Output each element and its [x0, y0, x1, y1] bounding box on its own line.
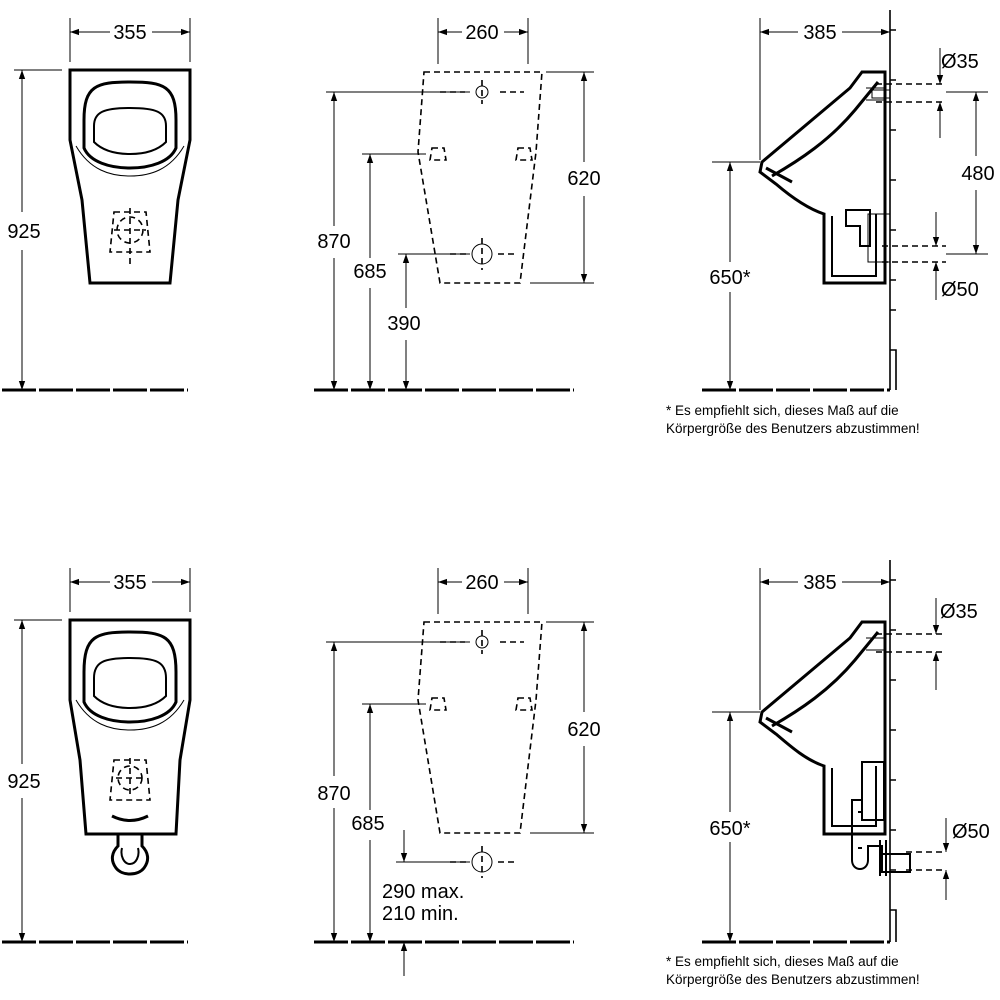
dim-d35: Ø35 — [941, 51, 979, 73]
siphon-trap — [110, 834, 150, 876]
dim-210-min: 210 min. — [382, 903, 459, 925]
dim-front-height: 925 — [7, 221, 40, 243]
note-line-1: * Es empfiehlt sich, dieses Maß auf die — [666, 954, 899, 969]
fixing-point-right — [515, 147, 533, 161]
top-front-view: 355 925 — [2, 18, 192, 392]
fixing-point-left — [429, 147, 447, 161]
dim-650: 650* — [709, 267, 750, 289]
note-line-2: Körpergröße des Benutzers abzustimmen! — [666, 972, 920, 987]
siphon-trap — [851, 799, 911, 873]
dim-rear-height: 620 — [567, 168, 600, 190]
urinal-bowl-rim — [82, 80, 178, 170]
rear-outline — [417, 71, 543, 284]
dim-685: 685 — [351, 813, 384, 835]
note-line-1: * Es empfiehlt sich, dieses Maß auf die — [666, 403, 899, 418]
fixing-point-right — [515, 697, 533, 711]
urinal-side-outline — [758, 70, 887, 285]
rear-outline — [417, 621, 543, 834]
dim-685: 685 — [353, 261, 386, 283]
dim-650: 650* — [709, 818, 750, 840]
dim-d50: Ø50 — [941, 279, 979, 301]
dim-480: 480 — [961, 163, 994, 185]
dim-870: 870 — [317, 231, 350, 253]
fixing-point-left — [429, 697, 447, 711]
bottom-front-view: 355 925 — [2, 568, 192, 944]
dim-front-width: 355 — [113, 22, 146, 44]
note-line-2: Körpergröße des Benutzers abzustimmen! — [666, 421, 920, 436]
bottom-rear-view: 260 620 870 685 290 max. 210 min. — [314, 568, 601, 976]
top-side-view: 385 Ø35 480 Ø50 650* * Es empfiehlt sich… — [666, 10, 995, 436]
bottom-side-view: 385 Ø35 Ø50 650* * Es empfiehlt sich, di… — [666, 560, 990, 987]
dim-rear-width: 260 — [465, 22, 498, 44]
dim-rear-width: 260 — [465, 572, 498, 594]
dim-870: 870 — [317, 783, 350, 805]
dim-side-depth: 385 — [803, 572, 836, 594]
urinal-front-outline — [68, 618, 192, 836]
urinal-front-outline — [68, 68, 192, 285]
dim-390: 390 — [387, 313, 420, 335]
dim-rear-height: 620 — [567, 719, 600, 741]
dim-side-depth: 385 — [803, 22, 836, 44]
dim-d35: Ø35 — [940, 601, 978, 623]
dim-d50: Ø50 — [952, 821, 990, 843]
dim-290-max: 290 max. — [382, 881, 464, 903]
dim-front-width: 355 — [113, 572, 146, 594]
dim-front-height: 925 — [7, 771, 40, 793]
top-rear-view: 260 620 870 685 390 — [314, 18, 601, 392]
urinal-side-outline — [758, 620, 887, 836]
